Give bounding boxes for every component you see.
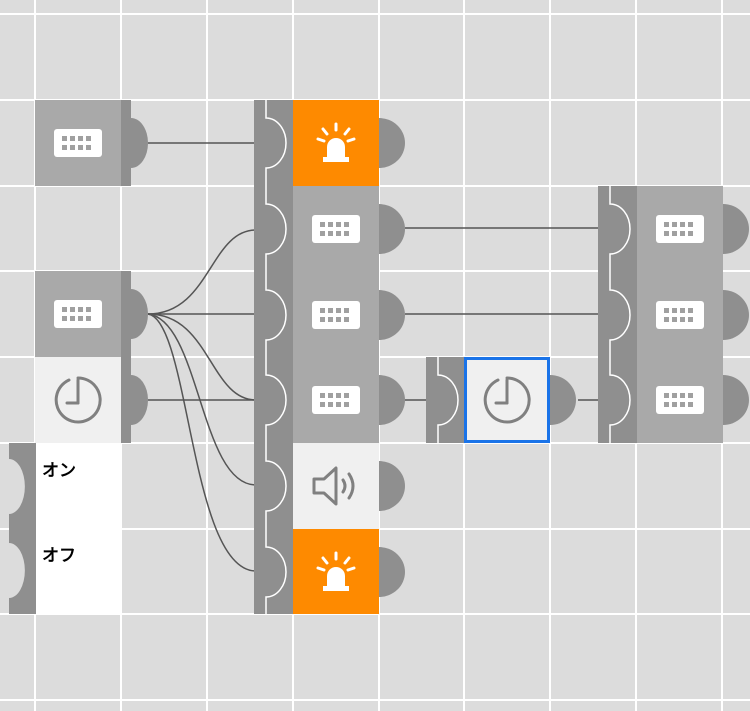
keypad-icon [311, 385, 361, 415]
timer-icon [479, 372, 535, 428]
beacon-light-icon [314, 121, 358, 165]
keypad-icon [655, 385, 705, 415]
output-port[interactable] [550, 357, 580, 443]
keypad-icon [655, 214, 705, 244]
input-ports[interactable] [598, 186, 637, 443]
output-port[interactable] [121, 100, 131, 186]
output-port-bump[interactable] [131, 100, 151, 186]
speaker-tile[interactable] [293, 443, 379, 529]
keypad-icon [53, 299, 103, 329]
keypad-node-1[interactable] [35, 100, 155, 186]
timer-tile[interactable] [35, 357, 121, 443]
output-port[interactable] [121, 271, 131, 357]
output-port-bump[interactable] [131, 271, 151, 357]
input-port[interactable] [426, 357, 465, 443]
keypad-icon [53, 128, 103, 158]
timer-icon [50, 372, 106, 428]
keypad-column-node[interactable] [598, 186, 750, 443]
timer-tile-selected[interactable] [464, 357, 550, 443]
keypad-icon [311, 300, 361, 330]
output-ports[interactable] [379, 100, 409, 614]
keypad-tile[interactable] [637, 186, 723, 272]
output-port-bump[interactable] [131, 357, 151, 443]
switch-label-panel [36, 443, 121, 614]
keypad-tile[interactable] [293, 357, 379, 443]
input-ports[interactable] [9, 443, 36, 614]
beacon-tile-top[interactable] [293, 100, 379, 186]
keypad-tile[interactable] [293, 272, 379, 357]
speaker-icon [308, 463, 364, 509]
beacon-tile-bottom[interactable] [293, 529, 379, 614]
keypad-tile[interactable] [293, 186, 379, 272]
keypad-tile[interactable] [637, 272, 723, 357]
output-column-node[interactable] [254, 100, 414, 614]
keypad-icon [311, 214, 361, 244]
switch-node[interactable]: オン オフ [9, 443, 121, 614]
timer-node-left[interactable] [35, 357, 155, 443]
keypad-tile[interactable] [35, 100, 121, 186]
keypad-node-2[interactable] [35, 271, 155, 357]
keypad-tile[interactable] [35, 271, 121, 357]
output-port[interactable] [121, 357, 131, 443]
keypad-tile[interactable] [637, 357, 723, 443]
timer-node[interactable] [426, 357, 586, 443]
keypad-icon [655, 300, 705, 330]
on-label: オン [42, 461, 76, 480]
beacon-light-icon [314, 550, 358, 594]
input-ports[interactable] [254, 100, 293, 614]
off-label: オフ [42, 546, 76, 565]
output-ports[interactable] [723, 186, 750, 443]
